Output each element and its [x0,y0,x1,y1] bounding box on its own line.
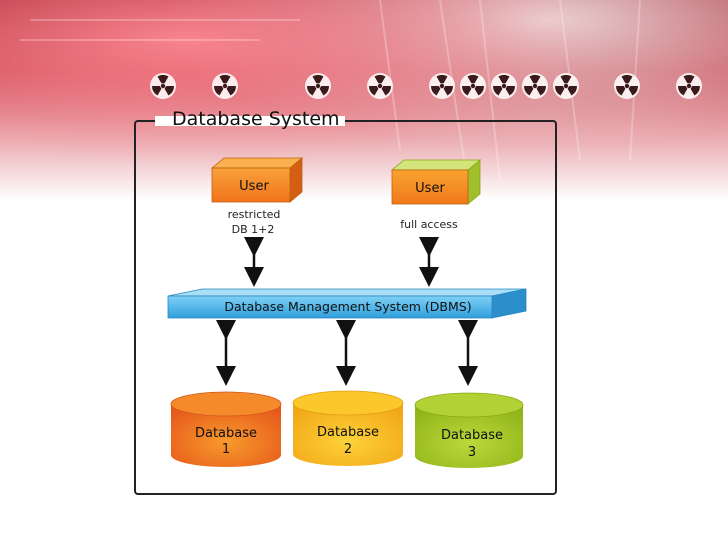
database-label-3: Database [441,428,503,443]
radiation-icon [491,73,517,99]
header-banner [0,0,728,200]
user-box-restricted: User [210,157,304,203]
radiation-icon-row [150,73,702,99]
radiation-icon [522,73,548,99]
diagram-title: Database System [172,108,340,130]
database-cylinder-2: Database 2 [292,390,404,466]
user-label-2: User [415,181,445,196]
database-cylinder-3: Database 3 [414,392,524,468]
user-note-full-access: full access [400,218,458,231]
radiation-icon [150,73,176,99]
radiation-icon [212,73,238,99]
database-cylinder-1: Database 1 [170,391,282,467]
banner-decoration [20,0,702,200]
database-number-2: 2 [344,442,352,457]
diagram-frame [134,120,557,495]
database-number-1: 1 [222,442,230,457]
radiation-icon [614,73,640,99]
database-label-2: Database [317,425,379,440]
radiation-icon [460,73,486,99]
database-number-3: 3 [468,445,476,460]
user-box-full-access: User [390,159,482,205]
radiation-icon [676,73,702,99]
user-note-db12: DB 1+2 [232,223,275,236]
radiation-icon [429,73,455,99]
dbms-bar: Database Management System (DBMS) [167,288,527,319]
dbms-label: Database Management System (DBMS) [224,299,471,314]
radiation-icon [553,73,579,99]
user-label-1: User [239,179,269,194]
user-note-restricted: restricted [228,208,281,221]
radiation-icon [305,73,331,99]
database-label-1: Database [195,426,257,441]
radiation-icon [367,73,393,99]
